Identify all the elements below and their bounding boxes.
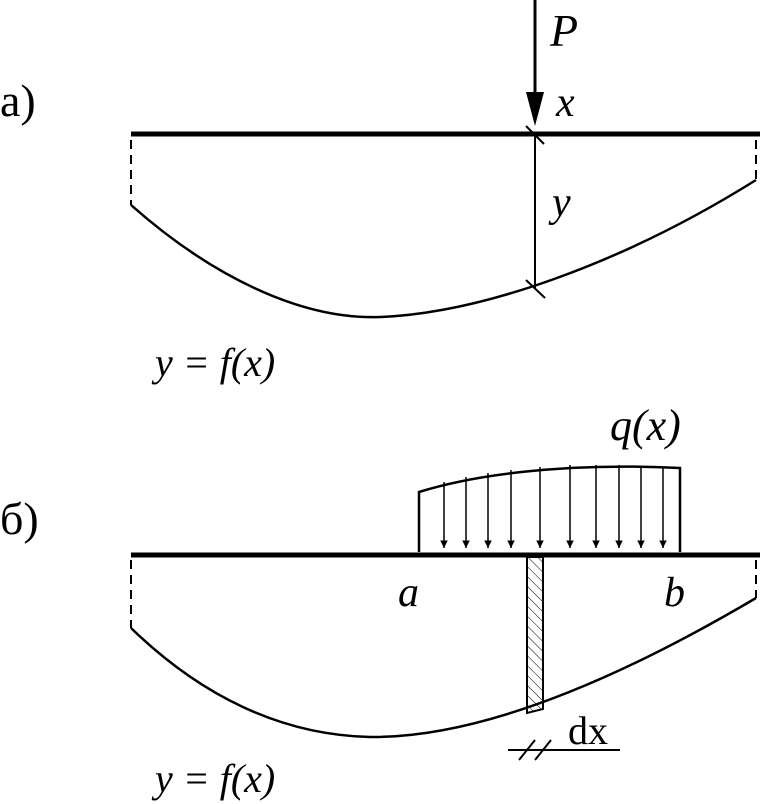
point-b-label: b	[664, 570, 685, 616]
panel-b-influence-curve	[130, 596, 757, 739]
dx-label: dx	[568, 708, 608, 753]
panel-a: а) P x y y = f(x)	[0, 0, 760, 385]
point-a-label: a	[398, 570, 419, 616]
x-label: x	[555, 80, 575, 126]
load-q-label: q(x)	[610, 401, 681, 450]
load-p-label: P	[549, 5, 578, 56]
panel-b-function-label: y = f(x)	[151, 756, 275, 801]
dx-tick-left	[518, 739, 536, 761]
panel-a-label: а)	[0, 75, 36, 126]
panel-b-label: б)	[0, 493, 39, 544]
y-ordinate-label: y	[548, 180, 571, 226]
panel-a-function-label: y = f(x)	[151, 340, 275, 385]
panel-b: б) q(x) a b dx y = f(x)	[0, 401, 760, 801]
distributed-load-outline	[417, 465, 682, 552]
load-p-arrowhead	[526, 92, 544, 126]
ordinate-bottom-tick	[525, 279, 546, 299]
panel-a-influence-curve	[130, 178, 757, 319]
ordinate-top-tick	[525, 125, 545, 145]
dx-tick-right	[534, 739, 552, 761]
hatched-strip-dx	[526, 556, 544, 715]
distributed-load-arrows	[440, 465, 667, 548]
